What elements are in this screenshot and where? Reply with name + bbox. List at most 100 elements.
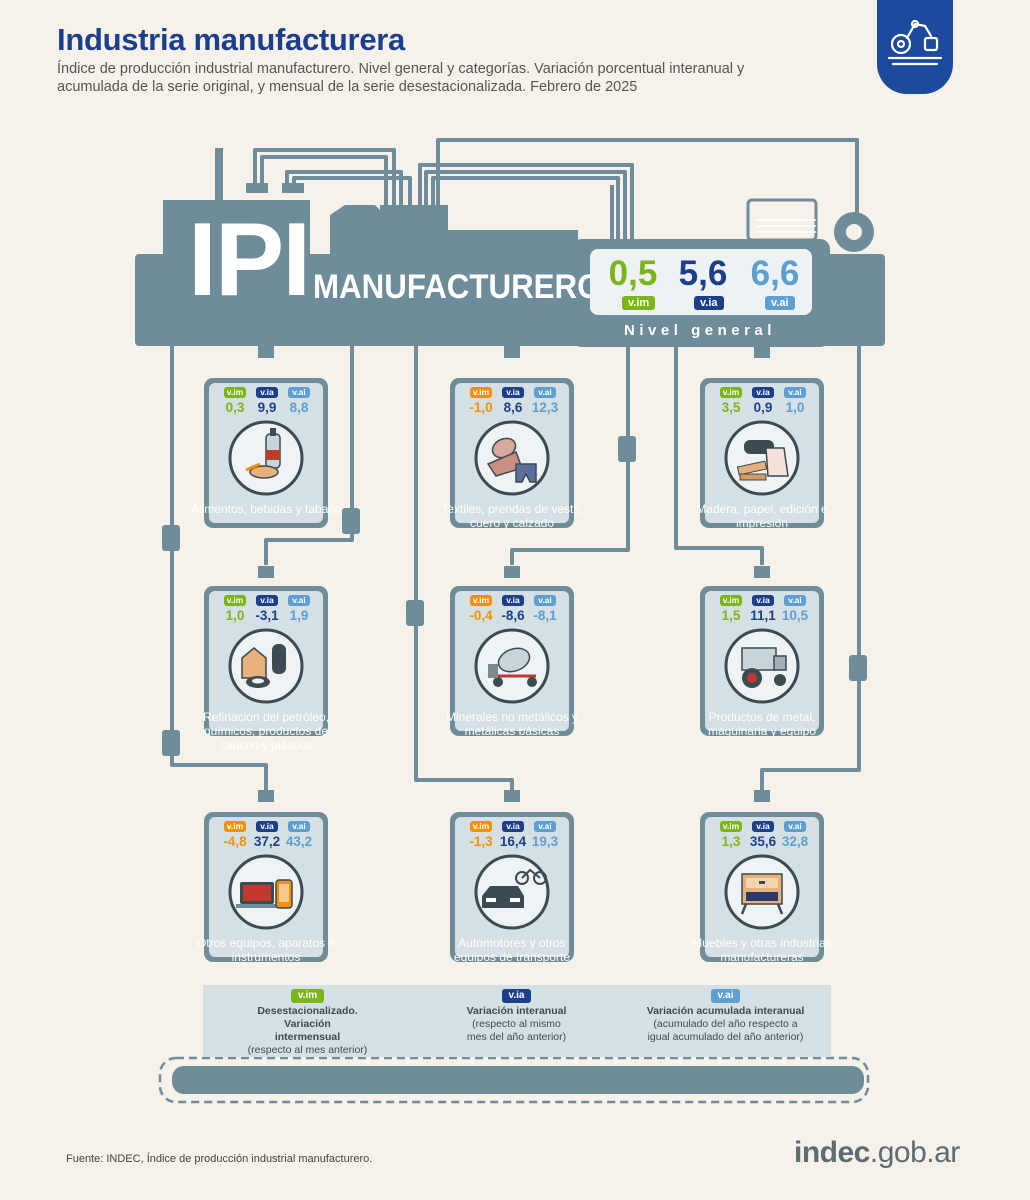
vai-value: 10,5 [781,608,809,623]
page-title: Industria manufacturera [57,22,405,57]
legend-item-via: v.ia Variación interanual (respecto al m… [412,985,621,1044]
chemicals-icon [226,626,306,706]
via-value: 0,9 [753,400,773,415]
card-tag-row: v.im v.ia v.ai [204,821,328,833]
vim-tag: v.im [224,821,246,832]
legend-item-vai: v.ai Variación acumulada interanual (acu… [621,985,830,1044]
category-label: Madera, papel, edición e impresión [696,502,828,530]
via-tag: v.ia [256,595,278,606]
chimney-cap [246,183,268,193]
via-tag: v.ia [502,387,524,398]
truck-motorcycle-icon [472,852,552,932]
via-value: 8,6 [503,400,523,415]
legend-tag: v.ai [710,989,741,1003]
vai-value: 43,2 [285,834,313,849]
general-via-value: 5,6 [678,254,728,293]
laptop-phone-icon [226,852,306,932]
vai-tag: v.ai [288,387,310,398]
vim-tag: v.im [470,595,492,606]
category-label: Productos de metal, maquinaria y equipo [707,710,817,738]
via-tag: v.ia [752,821,774,832]
nivel-general-label: Nivel general [624,322,776,339]
cable-lines [756,219,816,233]
vai-tag: v.ai [534,387,556,398]
category-label: Alimentos, bebidas y tabaco [190,502,342,516]
via-value: 11,1 [750,608,776,623]
roof-left [163,200,310,254]
paper-roll-icon [722,418,802,498]
vim-value: 3,5 [721,400,741,415]
via-tag: v.ia [502,595,524,606]
industry-logo-badge [877,0,953,94]
general-via-tag: v.ia [694,296,724,310]
vim-value: 1,5 [721,608,741,623]
brand-domain: .gob.ar [869,1136,960,1169]
robot-arm-icon [887,19,943,66]
via-tag: v.ia [256,387,278,398]
legend-panel: v.im Desestacionalizado. Variación inter… [203,985,831,1057]
vim-tag: v.im [720,387,742,398]
category-label: Muebles y otras industrias manufacturera… [692,936,832,964]
legend-desc: (respecto al mismo mes del año anterior) [466,1018,567,1043]
via-tag: v.ia [502,821,524,832]
vim-tag: v.im [720,595,742,606]
vim-value: 1,3 [721,834,741,849]
category-label: Textiles, prendas de vestir, cuero y cal… [441,502,583,530]
vai-value: 12,3 [531,400,559,415]
vai-tag: v.ai [784,595,806,606]
vim-value: -1,3 [469,834,493,849]
vai-tag: v.ai [784,821,806,832]
via-value: 35,6 [749,834,777,849]
category-label: Automotores y otros equipos de transport… [453,936,571,964]
card-tag-row: v.im v.ia v.ai [700,595,824,607]
vim-value: -4,8 [223,834,247,849]
vai-tag: v.ai [534,821,556,832]
category-label: Minerales no metálicos y metálicas básic… [445,710,579,738]
tractor-icon [722,626,802,706]
via-tag: v.ia [256,821,278,832]
legend-desc: (respecto al mes anterior) [247,1044,368,1056]
via-value: 37,2 [253,834,281,849]
vim-value: 1,0 [225,608,245,623]
vai-value: 1,9 [289,608,309,623]
legend-title: Desestacionalizado. Variación intermensu… [257,1005,358,1043]
source-note: Fuente: INDEC, Índice de producción indu… [66,1153,373,1165]
roof-strip [448,230,578,254]
card-tag-row: v.im v.ia v.ai [204,387,328,399]
chimney-cap [282,183,304,193]
general-vai-tag: v.ai [765,296,795,310]
conveyor-belt [172,1066,864,1094]
legend-tag: v.ia [501,989,532,1003]
ipi-heading: IPI [188,202,311,318]
brand-main: indec [794,1136,870,1169]
factory-pipes [170,138,861,790]
via-tag: v.ia [752,595,774,606]
vai-value: 32,8 [781,834,809,849]
vim-tag: v.im [720,821,742,832]
vim-tag: v.im [224,387,246,398]
manufacturero-heading: MANUFACTURERO [313,268,602,306]
vim-tag: v.im [470,821,492,832]
via-value: 16,4 [499,834,527,849]
card-tag-row: v.im v.ia v.ai [450,595,574,607]
vai-tag: v.ai [534,595,556,606]
card-tag-row: v.im v.ia v.ai [450,387,574,399]
vim-value: -0,4 [469,608,493,623]
vai-tag: v.ai [288,821,310,832]
vai-value: 8,8 [289,400,309,415]
cement-mixer-icon [472,626,552,706]
vim-tag: v.im [470,387,492,398]
category-label: Otros equipos, aparatos e instrumentos [196,936,336,964]
legend-item-vim: v.im Desestacionalizado. Variación inter… [203,985,412,1057]
legend-title: Variación acumulada interanual [646,1005,805,1017]
